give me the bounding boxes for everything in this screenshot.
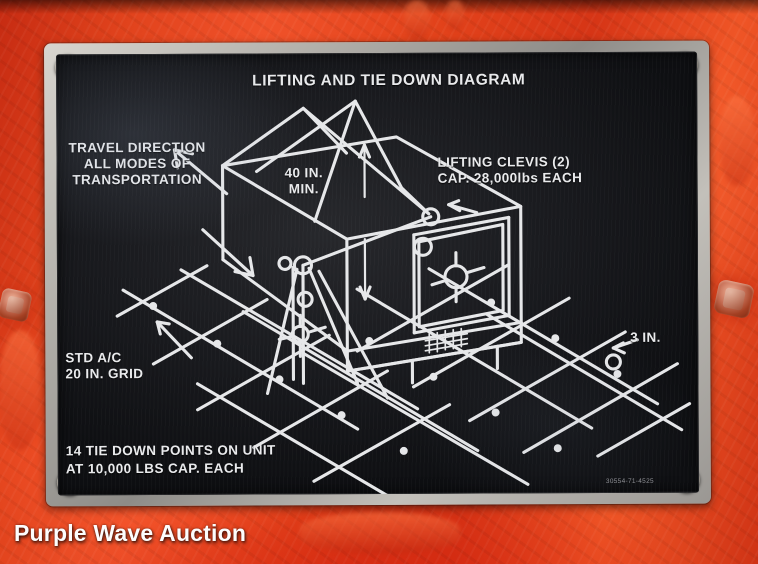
tie-down-points-label: 14 TIE DOWN POINTS ON UNIT AT 10,000 LBS…: [65, 442, 276, 477]
lifting-clevis-label: LIFTING CLEVIS (2) CAP. 28,000lbs EACH: [437, 154, 583, 186]
height-minimum-label: 40 IN. MIN.: [284, 165, 324, 197]
lifting-tie-down-diagram: [115, 99, 692, 496]
three-inch-label: 3 IN.: [630, 329, 661, 345]
grid-spacing-label: STD A/C 20 IN. GRID: [65, 350, 144, 382]
data-plate: LIFTING AND TIE DOWN DIAGRAM TRAVEL DIRE…: [43, 40, 712, 507]
top-shadow-band: [0, 0, 758, 14]
plate-title: LIFTING AND TIE DOWN DIAGRAM: [252, 71, 526, 90]
panel-bolt: [712, 278, 756, 320]
travel-direction-label: TRAVEL DIRECTION ALL MODES OF TRANSPORTA…: [68, 139, 206, 188]
plate-part-number: 30554-71-4525: [605, 477, 654, 486]
watermark-text: Purple Wave Auction: [14, 520, 247, 546]
plate-face: LIFTING AND TIE DOWN DIAGRAM TRAVEL DIRE…: [56, 51, 699, 496]
